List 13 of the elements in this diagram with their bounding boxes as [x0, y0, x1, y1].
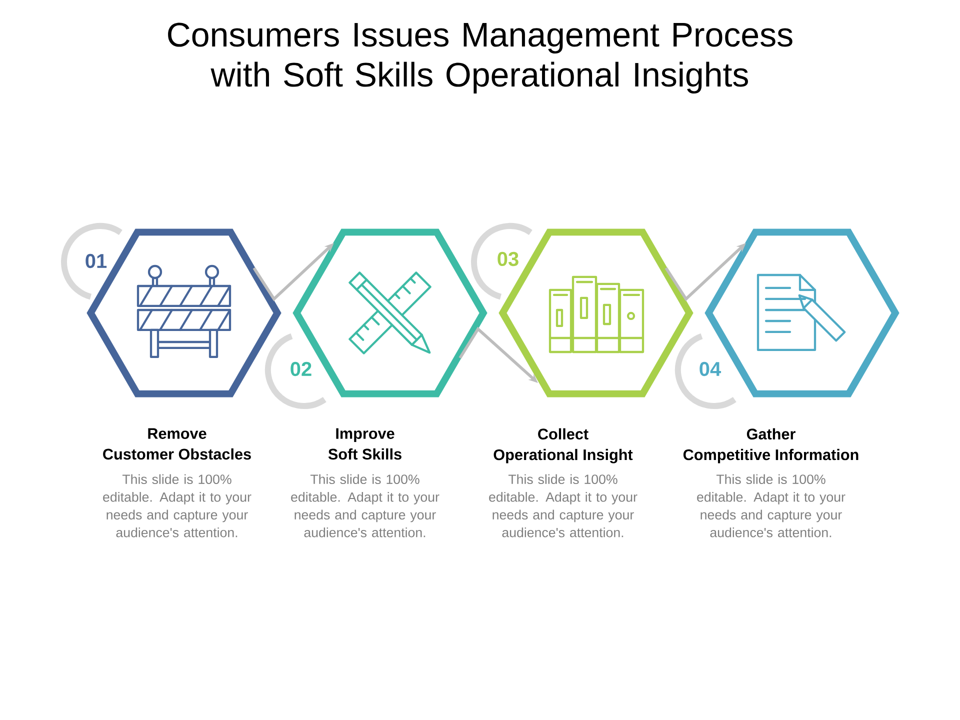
step-description: This slide is 100% editable. Adapt it to your needs and capture your audience's attention.: [489, 474, 638, 538]
step-number: 03: [498, 252, 518, 266]
step-heading: Gather Competitive Information: [683, 428, 858, 464]
title: Consumers Issues Management Process with Soft Skills Operational Insights: [168, 22, 792, 94]
step-heading: Collect Operational Insight: [494, 428, 633, 464]
step-number: 02: [290, 362, 312, 376]
step-heading: Remove Customer Obstacles: [103, 428, 251, 460]
step-description: This slide is 100% editable. Adapt it to your needs and capture your audience's attention.: [103, 474, 252, 538]
step-number: 01: [86, 254, 107, 268]
step-heading: Improve Soft Skills: [328, 428, 402, 460]
step-description: This slide is 100% editable. Adapt it to your needs and capture your audience's attention.: [697, 474, 846, 538]
step-number: 04: [700, 362, 722, 376]
step-description: This slide is 100% editable. Adapt it to your needs and capture your audience's attention.: [291, 474, 440, 538]
